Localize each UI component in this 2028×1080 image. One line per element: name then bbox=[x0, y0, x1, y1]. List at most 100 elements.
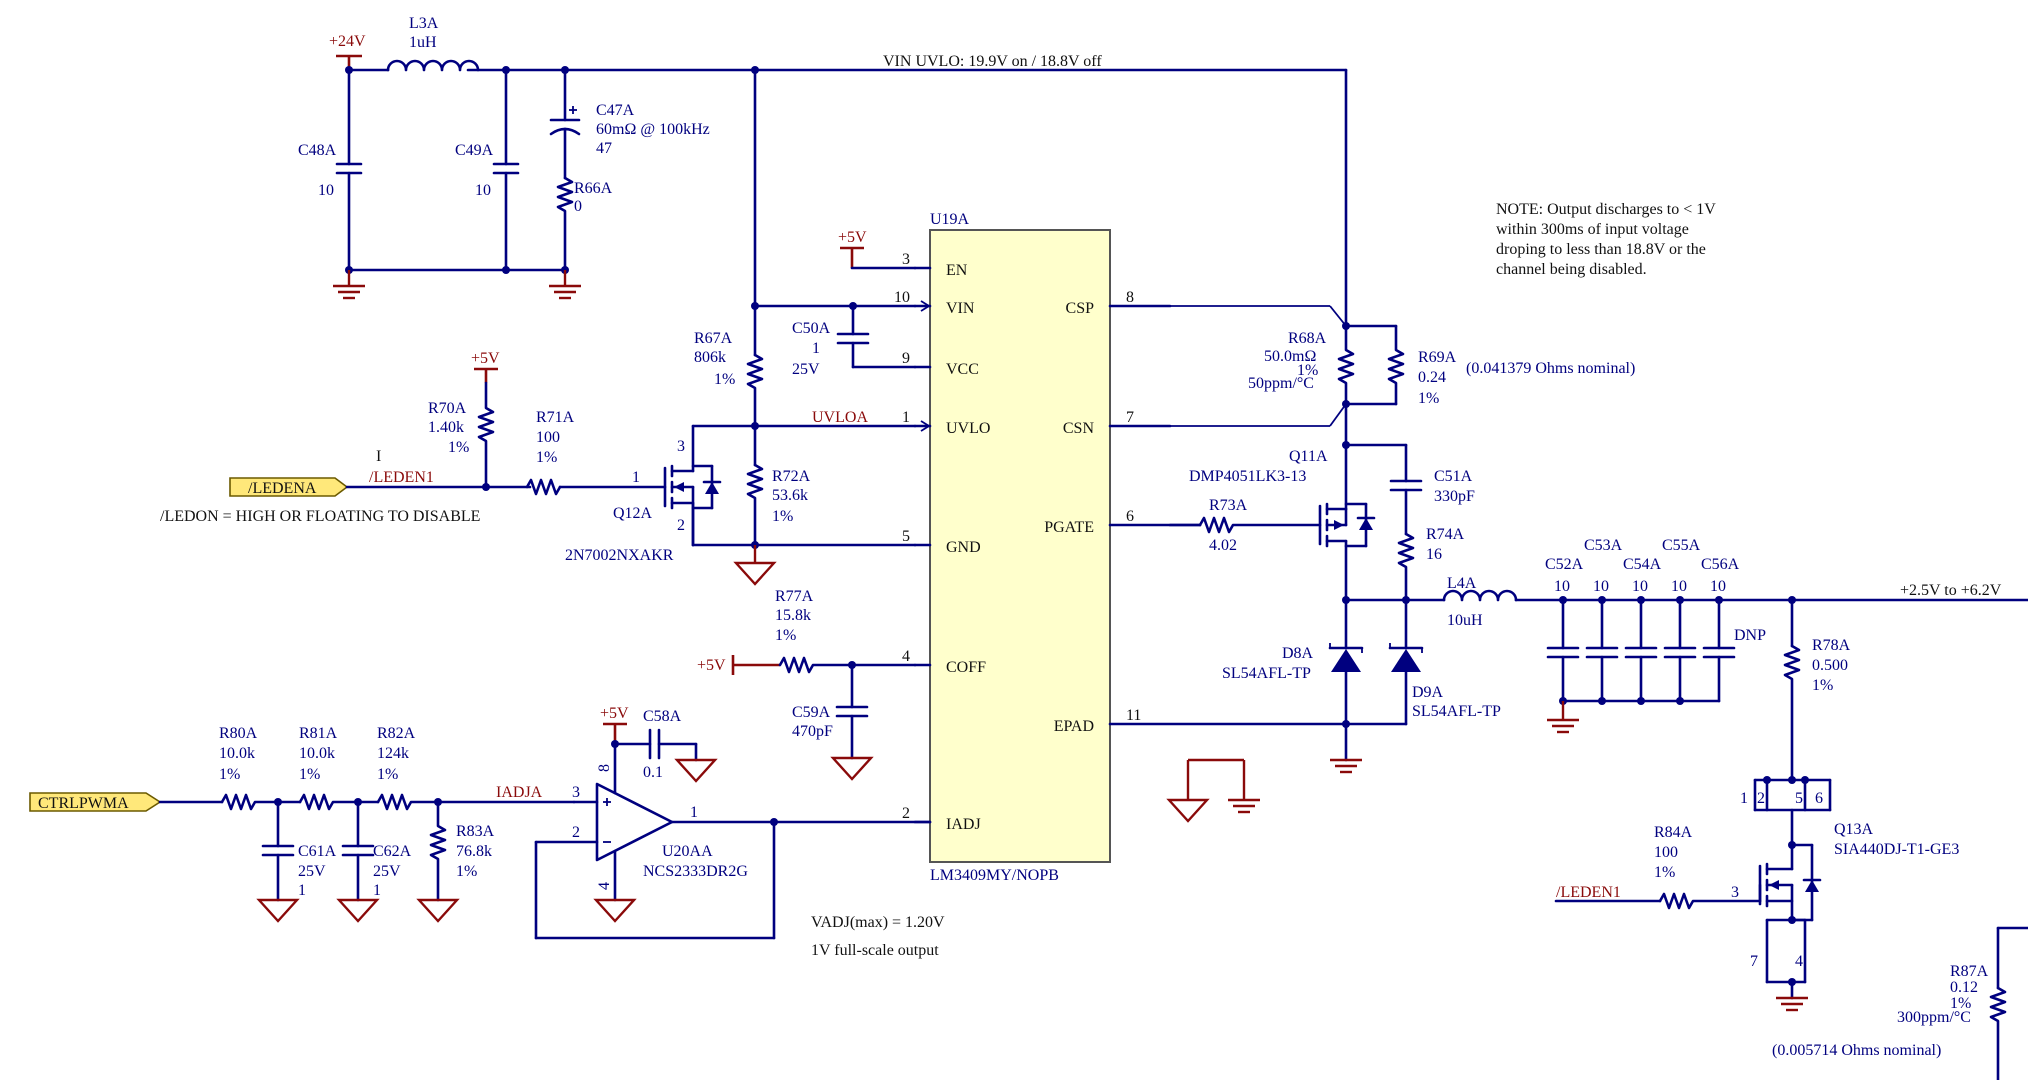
r74a-value: 16 bbox=[1426, 546, 1442, 563]
pin-coff-num: 4 bbox=[902, 648, 910, 665]
ledon-note: /LEDON = HIGH OR FLOATING TO DISABLE bbox=[160, 508, 480, 525]
r83a-ref: R83A bbox=[456, 823, 495, 840]
q12a-pin2: 2 bbox=[677, 517, 685, 534]
pin-vin-num: 10 bbox=[894, 289, 910, 306]
discharge-note-line2: within 300ms of input voltage bbox=[1496, 221, 1689, 238]
r72a-tol: 1% bbox=[772, 508, 793, 525]
c47a-esr: 60mΩ @ 100kHz bbox=[596, 121, 710, 138]
c49a-ref: C49A bbox=[455, 142, 494, 159]
enable-circuit: /LEDENA /LEDEN1 I +5V R70A 1.40k 1% R71A… bbox=[160, 350, 722, 564]
r70a-resistor bbox=[477, 381, 495, 489]
q12a-ref: Q12A bbox=[613, 505, 653, 522]
r80a-resistor bbox=[220, 793, 302, 811]
output-rail-label: +2.5V to +6.2V bbox=[1900, 582, 2002, 599]
u20aa-pin3: 3 bbox=[572, 784, 580, 801]
cursor-glyph: I bbox=[376, 448, 381, 465]
r69a-ref: R69A bbox=[1418, 349, 1457, 366]
r78a-resistor bbox=[1783, 644, 1801, 782]
pin-gnd-num: 5 bbox=[902, 528, 910, 545]
r71a-resistor[interactable] bbox=[525, 478, 562, 496]
p24v-label: +24V bbox=[329, 33, 366, 50]
pin-coff-name: COFF bbox=[946, 659, 986, 676]
c59a-value: 470pF bbox=[792, 723, 833, 740]
r69a-value: 0.24 bbox=[1418, 369, 1446, 386]
fullscale-note: 1V full-scale output bbox=[811, 942, 939, 959]
r81a-tol: 1% bbox=[299, 766, 320, 783]
r87a-tol: 1% bbox=[1950, 995, 1971, 1012]
q13a-pin4: 4 bbox=[1795, 953, 1803, 970]
r66a-value: 0 bbox=[574, 198, 582, 215]
u20aa-pin8: 8 bbox=[596, 764, 613, 772]
r72a-resistor bbox=[746, 463, 764, 547]
r70a-p5v-label: +5V bbox=[471, 350, 500, 367]
u19a-ref: U19A bbox=[930, 211, 970, 228]
d8a-part: SL54AFL-TP bbox=[1222, 665, 1311, 682]
q13a-pin5: 5 bbox=[1795, 790, 1803, 807]
c62a-value: 1 bbox=[373, 882, 381, 899]
c54a-ref: C54A bbox=[1623, 556, 1662, 573]
r66a-ref: R66A bbox=[574, 180, 613, 197]
q12a-pin3: 3 bbox=[677, 438, 685, 455]
c50a-value: 1 bbox=[812, 340, 820, 357]
r71a-tol: 1% bbox=[536, 449, 557, 466]
u19a-ic: U19A LM3409MY/NOPB 3 EN 10 VIN 9 VCC 1 U… bbox=[894, 211, 1408, 884]
iadj-chain: CTRLPWMA R80A 10.0k 1% R81A 10.0k 1% R82… bbox=[29, 725, 580, 923]
r69a-nominal: (0.041379 Ohms nominal) bbox=[1466, 360, 1635, 377]
pin-pgate-num: 6 bbox=[1126, 508, 1134, 525]
pin-iadj-name: IADJ bbox=[946, 816, 981, 833]
r84a-resistor bbox=[1658, 892, 1762, 910]
r69a-tol: 1% bbox=[1418, 390, 1439, 407]
ctrlpwma-port[interactable] bbox=[29, 792, 162, 812]
r73a-value: 4.02 bbox=[1209, 537, 1237, 554]
current-sense: R68A 50.0mΩ 1% 50ppm/°C R69A 0.24 1% (0.… bbox=[1170, 68, 1716, 447]
dnp-label: DNP bbox=[1734, 627, 1766, 644]
c47a-value: 47 bbox=[596, 140, 612, 157]
pin-uvlo-num: 1 bbox=[902, 409, 910, 426]
r87a-resistor bbox=[1989, 986, 2007, 1080]
c58a-value: 0.1 bbox=[643, 764, 663, 781]
r80a-value: 10.0k bbox=[219, 745, 255, 762]
uvloa-net-label: UVLOA bbox=[812, 409, 868, 426]
c50a-ref: C50A bbox=[792, 320, 831, 337]
r68a-value: 50.0mΩ bbox=[1264, 348, 1316, 365]
l3a-value: 1uH bbox=[409, 34, 437, 51]
q13a-pin6: 6 bbox=[1815, 790, 1823, 807]
r68a-tc: 50ppm/°C bbox=[1248, 375, 1314, 392]
pin-csn-num: 7 bbox=[1126, 409, 1134, 426]
opamp-p5v-label: +5V bbox=[600, 705, 629, 722]
r80a-tol: 1% bbox=[219, 766, 240, 783]
ledena-port[interactable] bbox=[229, 477, 349, 497]
r71a-ref: R71A bbox=[536, 409, 575, 426]
u20aa-ref: U20AA bbox=[662, 843, 713, 860]
r78a-tol: 1% bbox=[1812, 677, 1833, 694]
c49a-value: 10 bbox=[475, 182, 491, 199]
q12a-pin1: 1 bbox=[632, 469, 640, 486]
c61a-value: 1 bbox=[298, 882, 306, 899]
l3a-inductor bbox=[386, 59, 480, 72]
power-stage: Q11A DMP4051LK3-13 R73A 4.02 C51A 330pF … bbox=[1166, 441, 1501, 823]
c55a-value: 10 bbox=[1671, 578, 1687, 595]
r78a-value: 0.500 bbox=[1812, 657, 1848, 674]
u19a-part: LM3409MY/NOPB bbox=[930, 867, 1059, 884]
r67a-tol: 1% bbox=[714, 371, 735, 388]
r87a-tc: 300ppm/°C bbox=[1897, 1009, 1971, 1026]
u20aa-pin4: 4 bbox=[596, 882, 613, 890]
r82a-resistor bbox=[376, 793, 576, 811]
pin-vin-name: VIN bbox=[946, 300, 975, 317]
r72a-ref: R72A bbox=[772, 468, 811, 485]
c52a-ref: C52A bbox=[1545, 556, 1584, 573]
vadj-note: VADJ(max) = 1.20V bbox=[811, 914, 945, 931]
c62a-volt: 25V bbox=[373, 863, 401, 880]
r81a-ref: R81A bbox=[299, 725, 338, 742]
c51a-value: 330pF bbox=[1434, 488, 1475, 505]
pin-csp-name: CSP bbox=[1066, 300, 1095, 317]
en-p5v-label: +5V bbox=[838, 229, 867, 246]
discharge-note-line3: droping to less than 18.8V or the bbox=[1496, 241, 1706, 258]
q12a-part: 2N7002NXAKR bbox=[565, 547, 674, 564]
r82a-ref: R82A bbox=[377, 725, 416, 742]
u20aa-opamp: 2 1 +5V 8 C58A 0.1 4 U20AA NCS2333DR2G V… bbox=[534, 705, 945, 959]
pin-gnd-name: GND bbox=[946, 539, 981, 556]
r82a-value: 124k bbox=[377, 745, 409, 762]
r72a-value: 53.6k bbox=[772, 487, 808, 504]
q11a-ref: Q11A bbox=[1289, 448, 1328, 465]
